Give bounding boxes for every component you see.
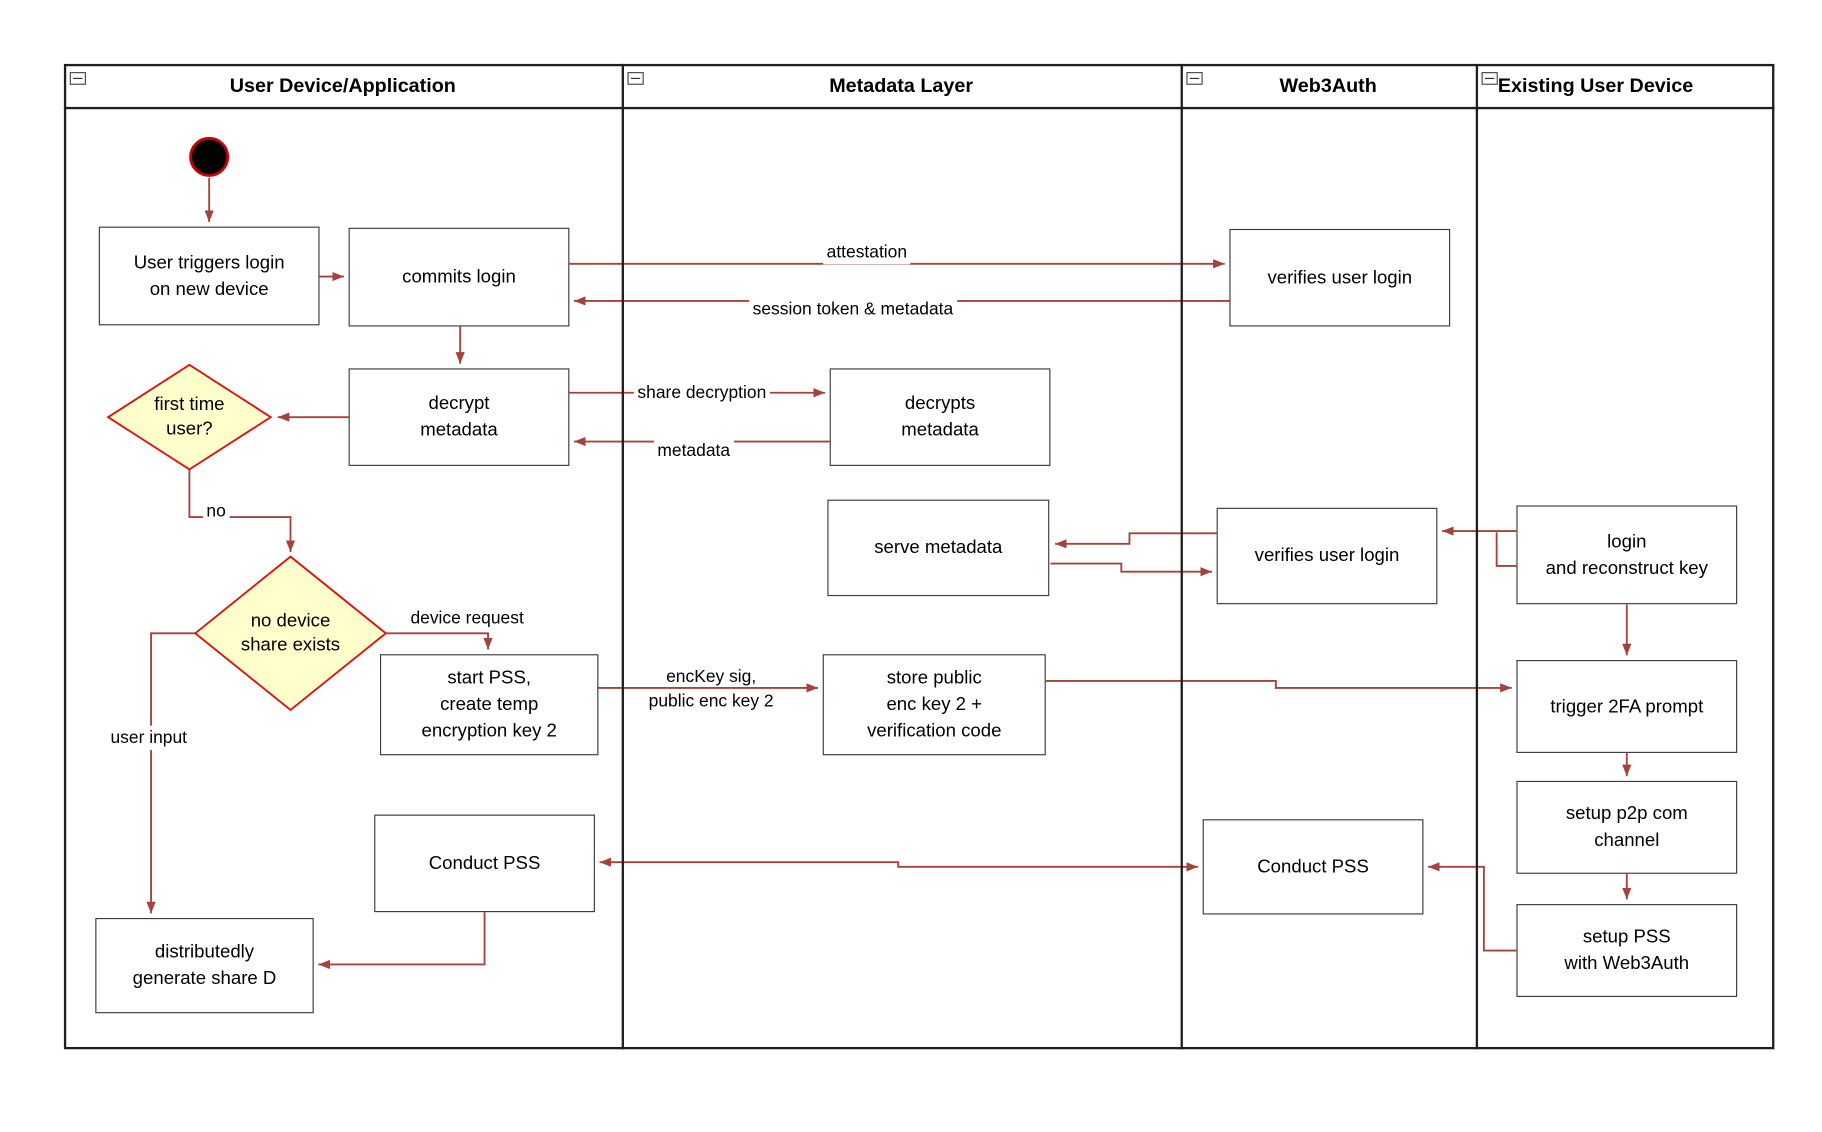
header-separator (63, 106, 1775, 109)
decision-first-time-user-label: first time user? (154, 395, 225, 440)
lane-title-existing-device: Existing User Device (1497, 73, 1694, 96)
collapse-minus-icon[interactable] (1481, 72, 1498, 85)
lane-title-metadata-layer: Metadata Layer (829, 73, 974, 96)
edge-serve-to-verifies (1050, 562, 1212, 577)
edge-verifies-to-serve (1055, 532, 1217, 549)
lane-header-web3auth: Web3Auth (1181, 64, 1476, 107)
edge-label-metadata: metadata (653, 438, 734, 464)
lane-header-existing-device: Existing User Device (1476, 64, 1775, 107)
lane-header-user-device: User Device/Application (64, 64, 622, 107)
node-verifies-user-login-1: verifies user login (1229, 228, 1451, 327)
lane-title-web3auth: Web3Auth (1279, 73, 1377, 96)
decision-no-device-share (193, 555, 388, 712)
node-start-pss: start PSS, create temp encryption key 2 (379, 654, 599, 756)
node-decrypts-metadata: decrypts metadata (829, 368, 1051, 466)
lane-separator-1 (621, 63, 624, 1050)
edge-conduct-to-share (318, 912, 486, 970)
node-conduct-pss-web3auth: Conduct PSS (1202, 819, 1424, 915)
edge-label-device-request: device request (406, 605, 528, 631)
decision-no-device-share-label: no device share exists (240, 611, 341, 656)
lane-separator-2 (1180, 63, 1183, 1050)
lane-header-metadata-layer: Metadata Layer (622, 64, 1181, 107)
edge-label-no: no (202, 499, 230, 524)
edge-label-session-token: session token & metadata (749, 296, 957, 322)
decision-first-time-user (106, 363, 273, 471)
edge-device-request (385, 632, 493, 650)
node-verifies-user-login-2: verifies user login (1216, 507, 1438, 605)
edge-user-input (146, 632, 196, 914)
node-user-triggers-login: User triggers login on new device (98, 226, 320, 326)
node-commits-login: commits login (348, 227, 570, 327)
node-trigger-2fa-prompt: trigger 2FA prompt (1516, 660, 1738, 753)
edge-no-branch (188, 469, 296, 552)
node-store-public-enc-key: store public enc key 2 + verification co… (822, 654, 1046, 756)
lane-separator-3 (1475, 63, 1478, 1050)
node-setup-pss-web3auth: setup PSS with Web3Auth (1516, 904, 1738, 997)
node-decrypt-metadata: decrypt metadata (348, 368, 570, 466)
lane-title-user-device: User Device/Application (229, 73, 456, 96)
edge-label-share-decryption: share decryption (633, 380, 770, 405)
node-conduct-pss-user: Conduct PSS (374, 814, 595, 913)
node-generate-share-d: distributedly generate share D (95, 917, 314, 1014)
edge-label-attestation: attestation (823, 239, 911, 265)
edge-conduct-pss-link (599, 857, 1199, 872)
edge-store-to-2fa (1045, 680, 1512, 693)
edge-pss-to-conduct (1428, 862, 1517, 952)
node-serve-metadata: serve metadata (827, 499, 1050, 597)
edge-label-enckey: encKey sig, public enc key 2 (648, 666, 774, 712)
edge-verifies-bracket (1495, 532, 1517, 567)
start-node (189, 136, 230, 177)
edge-label-user-input: user input (106, 725, 191, 751)
collapse-minus-icon[interactable] (69, 72, 86, 85)
node-setup-p2p-channel: setup p2p com channel (1516, 780, 1738, 874)
collapse-minus-icon[interactable] (627, 72, 644, 85)
node-login-reconstruct-key: login and reconstruct key (1516, 505, 1738, 605)
collapse-minus-icon[interactable] (1186, 72, 1203, 85)
